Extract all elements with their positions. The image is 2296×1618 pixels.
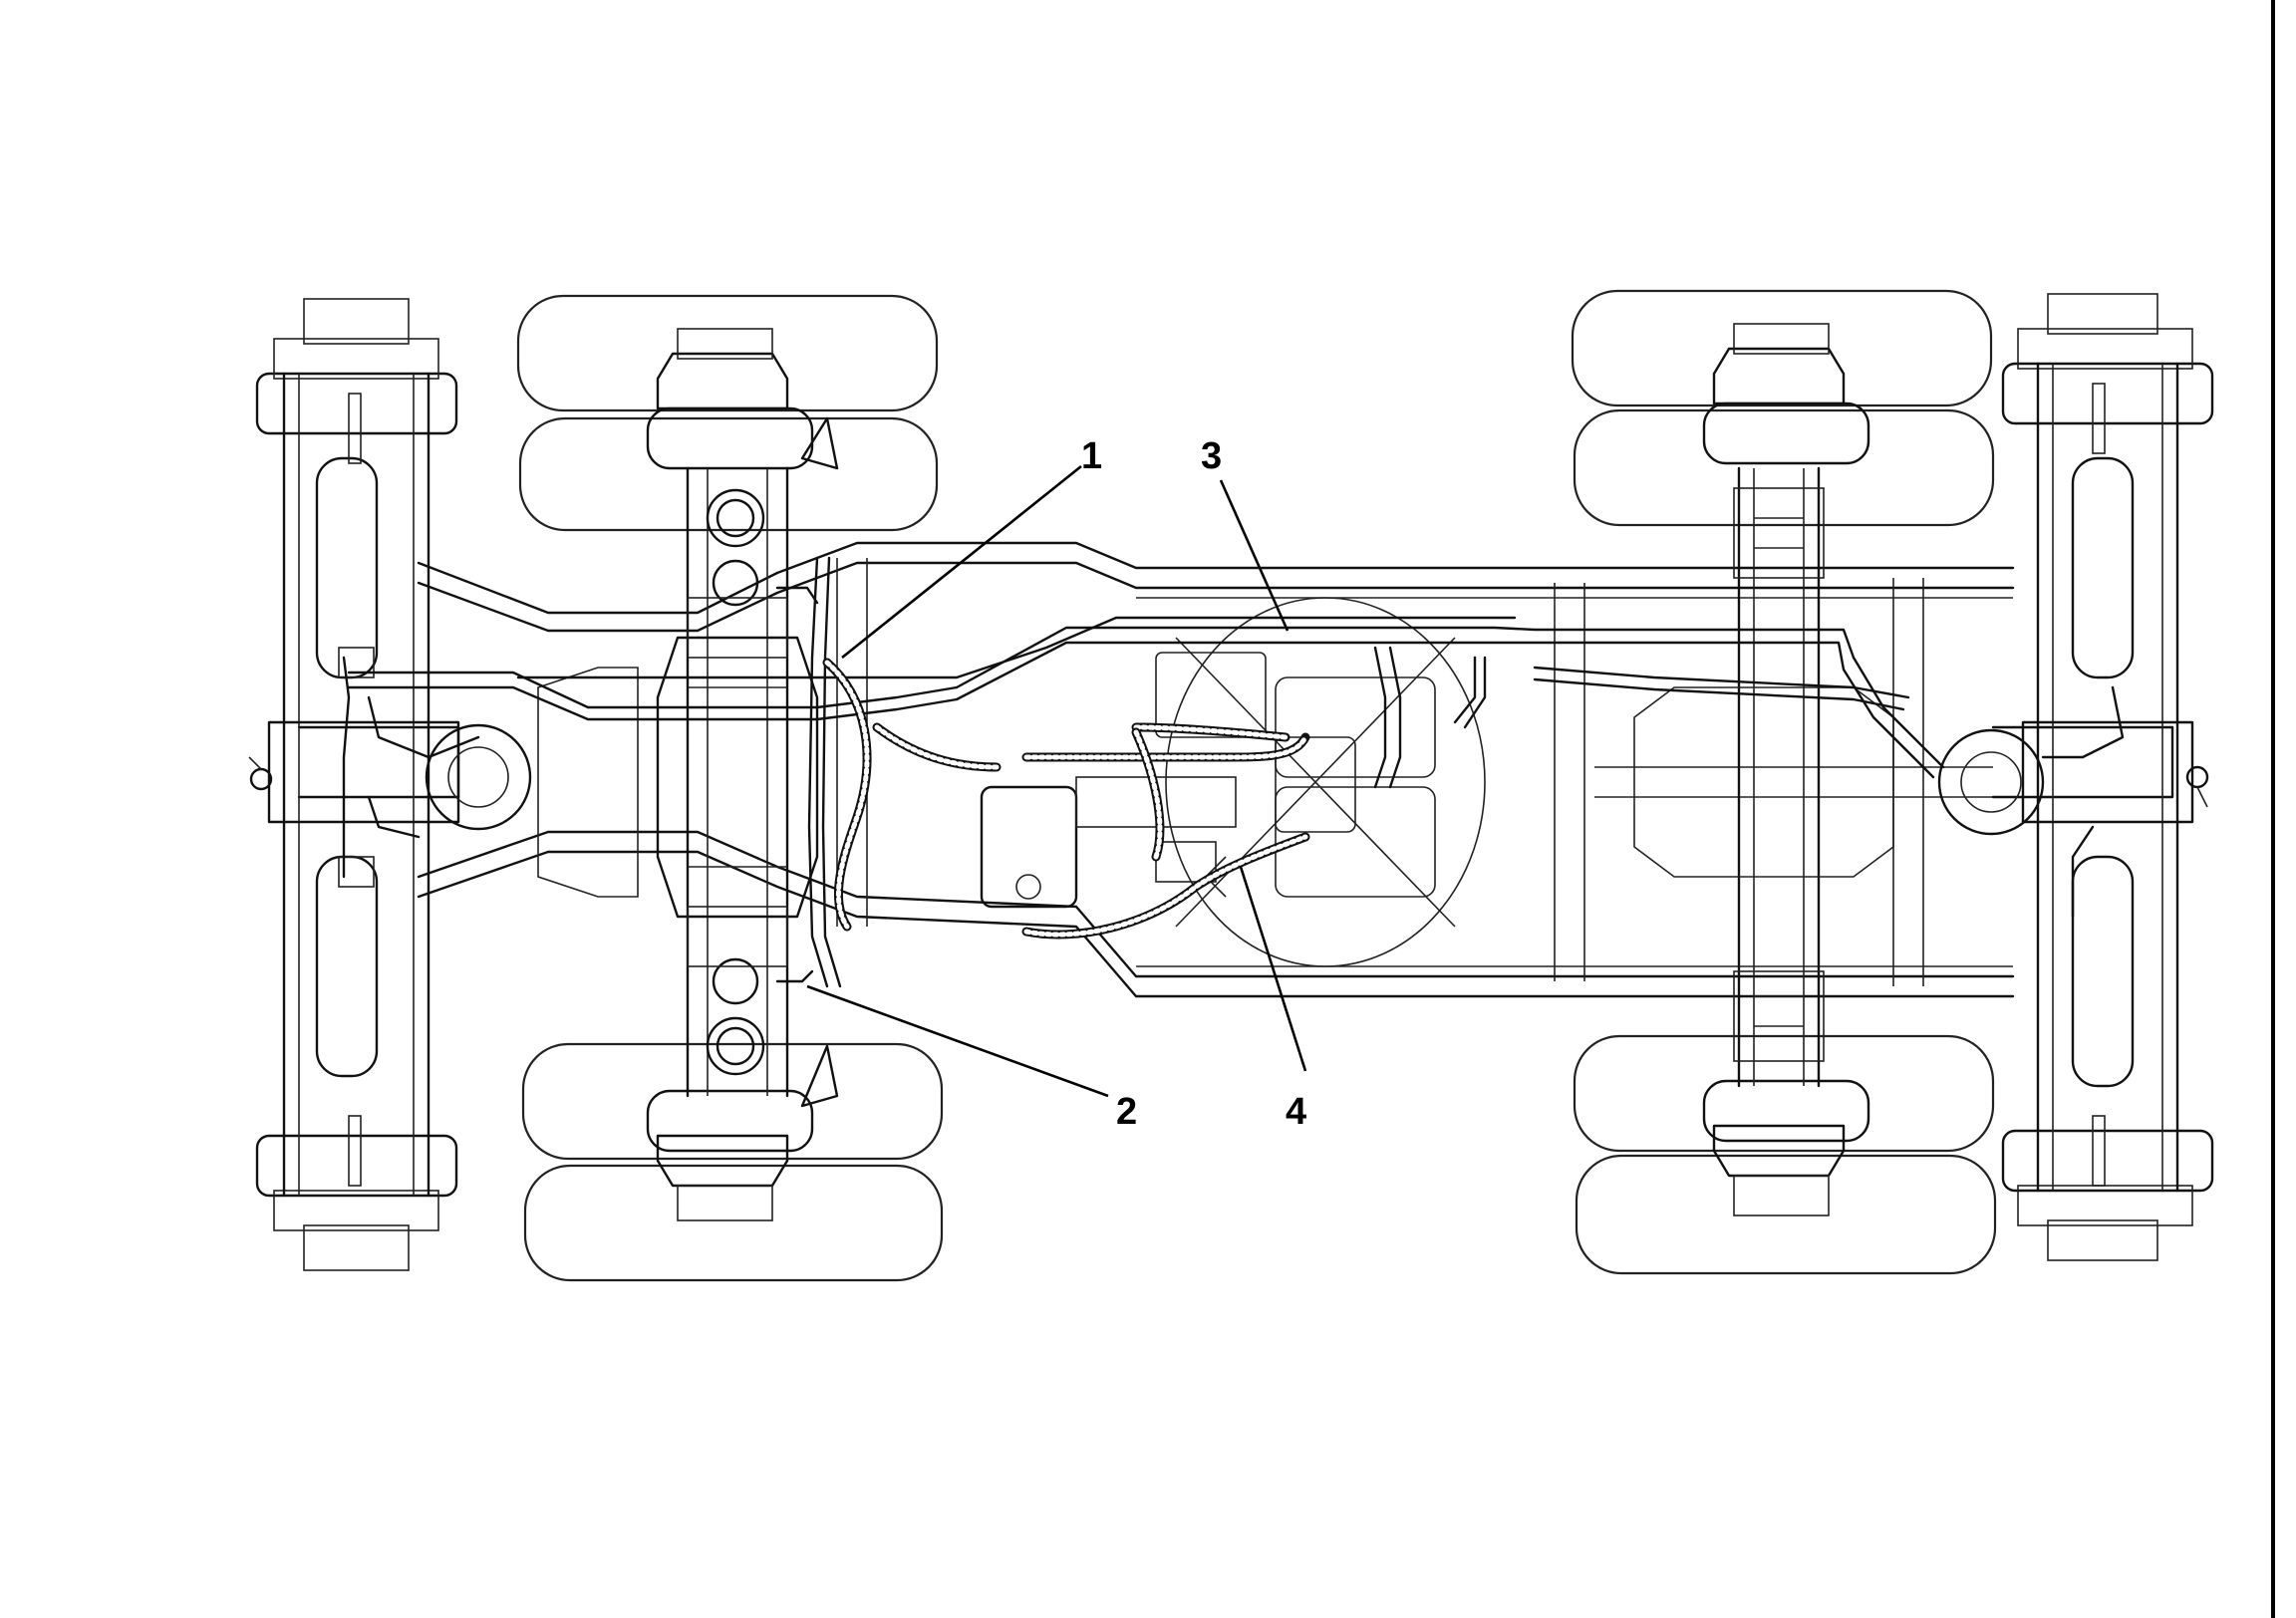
rear-axle: [1733, 466, 1825, 1088]
vehicle-frame: [297, 541, 2174, 998]
callout-2: 2: [1116, 1091, 1137, 1133]
front-axle: [656, 416, 839, 1108]
callout-1: 1: [1081, 435, 1102, 477]
rear-tires: [1571, 289, 1997, 1275]
page-edge-rule: [2271, 0, 2275, 1618]
brake-lines: [342, 556, 2125, 988]
callout-labels: 1 2 3 4: [1081, 435, 1306, 1133]
front-hubs: [646, 328, 814, 1221]
callout-4: 4: [1286, 1091, 1306, 1133]
rear-suspension-right: [2001, 293, 2214, 1261]
leader-4: [1239, 866, 1307, 1072]
callout-3: 3: [1201, 435, 1222, 477]
front-tires: [516, 294, 944, 1282]
leader-2: [806, 984, 1109, 1098]
rear-hubs: [1702, 323, 1870, 1216]
leader-3: [1219, 479, 1290, 632]
leader-1: [841, 464, 1082, 660]
brake-hoses: [822, 658, 1310, 940]
callout-leaders: [806, 464, 1307, 1098]
